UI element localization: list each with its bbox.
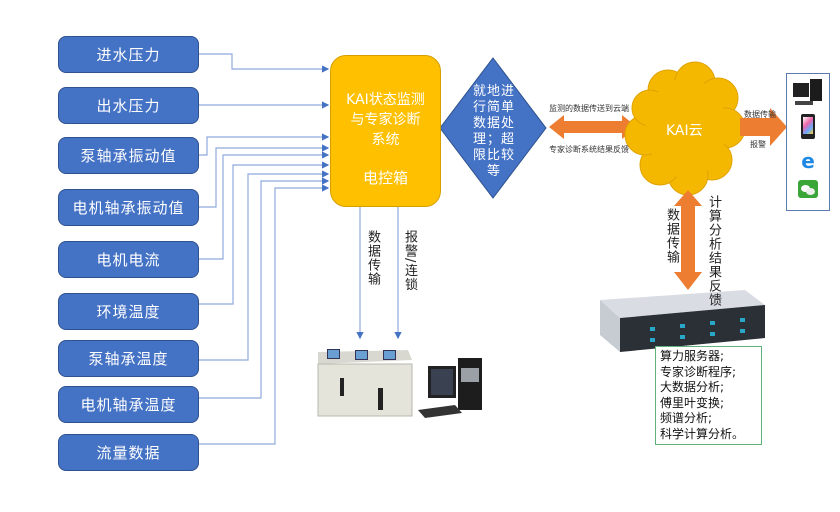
controller-title-line2: 与专家诊断 <box>350 112 421 128</box>
wire-4 <box>199 144 330 208</box>
local-processing-line: 限比较 <box>472 148 515 163</box>
local-processing-text: 就地进 行简单 数据处 理；超 限比较 等 <box>466 84 522 180</box>
wire-9 <box>199 184 330 445</box>
upload-label: 监测的数据传送到云端 <box>549 104 629 113</box>
desktop-pc-image <box>418 358 482 418</box>
local-processing-line: 就地进 <box>472 84 515 99</box>
sensor-flow-data: 流量数据 <box>58 434 199 471</box>
cloud-to-devices-arrow <box>740 108 787 146</box>
wechat-icon <box>798 180 818 198</box>
sensor-motor-current: 电机电流 <box>58 241 199 278</box>
devices-alarm-label: 报警 <box>750 140 766 149</box>
kai-cloud-shape <box>624 61 746 196</box>
local-processing-line: 等 <box>486 164 501 179</box>
server-info-line: 频谱分析; <box>660 411 713 425</box>
server-rack-image <box>600 290 765 352</box>
devices-data-label: 数据传输 <box>744 110 776 119</box>
sensor-motor-bearing-temperature: 电机轴承温度 <box>58 386 199 423</box>
control-console-image <box>317 349 413 417</box>
local-processing-line: 行简单 <box>472 100 515 115</box>
server-info-line: 专家诊断程序; <box>660 364 737 379</box>
desktop-computer-icon <box>793 79 823 107</box>
feedback-label: 专家诊断系统结果反馈 <box>549 145 629 154</box>
controller-data-label: 数据传输 <box>365 230 380 286</box>
wire-3 <box>199 133 330 156</box>
wire-7 <box>199 170 330 361</box>
wire-6 <box>199 161 330 305</box>
wire-1 <box>199 53 330 73</box>
sensor-pump-bearing-vibration: 泵轴承振动值 <box>58 137 199 174</box>
server-feedback-label: 计算分析结果反馈 <box>706 195 721 307</box>
cloud-label: KAI云 <box>666 123 703 139</box>
local-processing-diamond <box>439 57 547 199</box>
smartphone-icon <box>801 114 815 139</box>
server-info-box: 算力服务器; 专家诊断程序; 大数据分析; 傅里叶变换; 频谱分析; 科学计算分… <box>655 346 762 445</box>
sensor-ambient-temperature: 环境温度 <box>58 293 199 330</box>
controller-alarm-label: 报警/连锁 <box>402 230 417 292</box>
sensor-motor-bearing-vibration: 电机轴承振动值 <box>58 189 199 226</box>
cloud-server-arrow <box>674 190 702 290</box>
wire-8 <box>199 177 330 399</box>
sensor-inlet-pressure: 进水压力 <box>58 36 199 73</box>
server-info-line: 科学计算分析。 <box>660 426 745 441</box>
sensor-outlet-pressure: 出水压力 <box>58 87 199 124</box>
local-processing-line: 理；超 <box>472 132 515 147</box>
controller-title-line1: KAI状态监测 <box>346 92 425 108</box>
client-devices-panel: e <box>786 73 830 211</box>
server-info-line: 算力服务器; <box>660 349 725 363</box>
server-data-label: 数据传输 <box>664 208 679 264</box>
local-processing-line: 数据处 <box>472 116 515 131</box>
controller-title-line3: 系统 <box>371 132 400 148</box>
controller-box: KAI状态监测 与专家诊断 系统 电控箱 <box>330 55 441 207</box>
sensor-pump-bearing-temperature: 泵轴承温度 <box>58 340 199 377</box>
ie-browser-icon: e <box>801 149 815 173</box>
wire-5 <box>199 151 330 260</box>
server-info-line: 大数据分析; <box>660 380 725 394</box>
server-info-line: 傅里叶变换; <box>660 395 725 410</box>
controller-subtitle: 电控箱 <box>362 169 408 187</box>
cloud-link-arrow <box>549 115 637 139</box>
